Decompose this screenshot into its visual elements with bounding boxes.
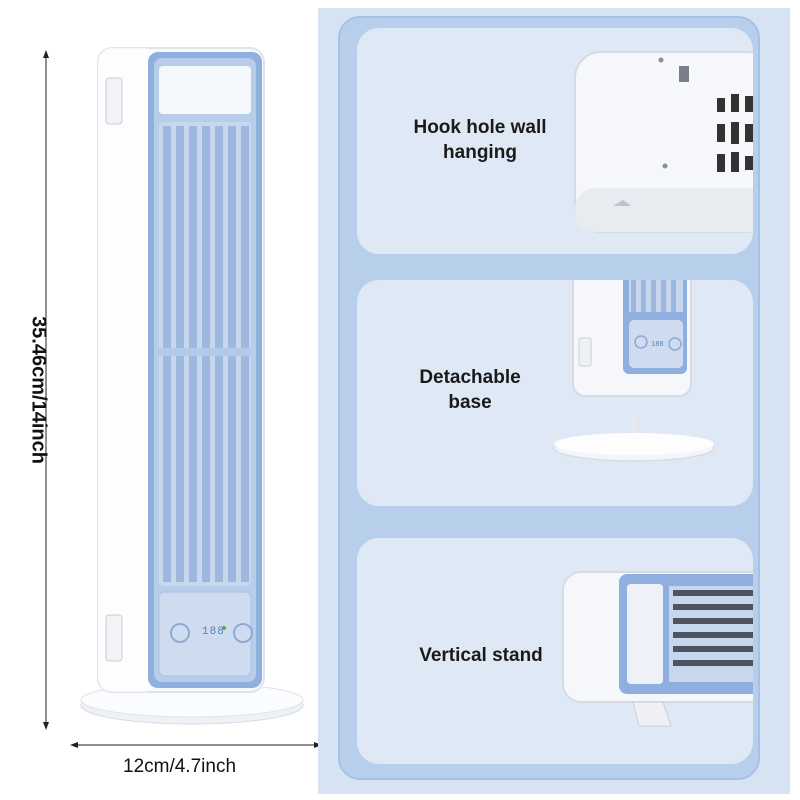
feature-card-vertical-stand: Vertical stand	[357, 538, 753, 764]
feature-label-vertical-stand: Vertical stand	[419, 645, 543, 666]
feature-label-detachable-base: Detachable base	[419, 367, 521, 413]
feature-card-detachable-base: Detachable base 188	[357, 280, 753, 506]
temperature-readout: 188	[202, 626, 225, 638]
detachable-base-image: 188	[553, 280, 715, 462]
height-dimension-line	[43, 50, 49, 730]
feature-card-wall-hanging: Hook hole wall hanging	[357, 28, 753, 254]
wall-hanging-image	[574, 51, 753, 233]
height-label: 35.46cm/14inch	[27, 316, 50, 464]
svg-text:188: 188	[651, 341, 664, 349]
vertical-stand-image	[562, 571, 753, 727]
width-dimension-line	[70, 742, 322, 748]
width-label: 12cm/4.7inch	[123, 756, 237, 777]
tower-fan-image	[80, 47, 304, 725]
feature-label-wall-hanging: Hook hole wall hanging	[413, 117, 547, 163]
